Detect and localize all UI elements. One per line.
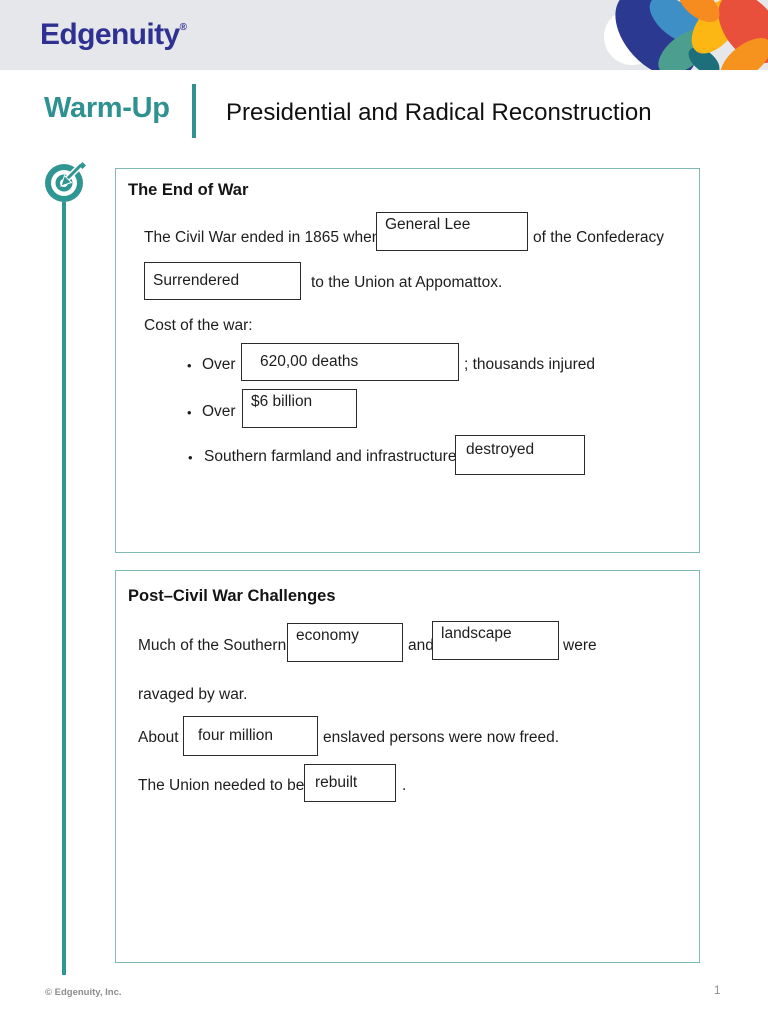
banner-divider — [192, 84, 196, 138]
blank-general-lee[interactable]: General Lee — [376, 212, 528, 251]
section1-bullet1-pre: Over — [202, 356, 236, 373]
section2-line1-post: were — [563, 637, 597, 654]
section2-heading: Post–Civil War Challenges — [128, 587, 336, 605]
section2-line2: ravaged by war. — [138, 686, 248, 703]
blank-four-million-text: four million — [198, 727, 273, 744]
blank-rebuilt[interactable]: rebuilt — [304, 764, 396, 802]
section2-line3-pre: About — [138, 729, 179, 746]
section2-line4-pre: The Union needed to be — [138, 777, 305, 794]
target-with-arrow-icon — [45, 161, 86, 202]
section-card-post-civil-war — [115, 570, 700, 963]
bullet3-dot: • — [188, 450, 193, 465]
section1-cost-label: Cost of the war: — [144, 317, 253, 334]
section2-line1-mid: and — [408, 637, 434, 654]
blank-four-million[interactable]: four million — [183, 716, 318, 756]
registered-mark: ® — [179, 22, 187, 33]
blank-economy[interactable]: economy — [287, 623, 403, 662]
bullet2-dot: • — [187, 405, 192, 420]
section1-bullet1-post: ; thousands injured — [464, 356, 595, 373]
brand-wordmark: Edgenuity® — [40, 18, 187, 52]
blank-deaths-text: 620,00 deaths — [260, 353, 359, 370]
warmup-label: Warm-Up — [44, 92, 170, 124]
section1-line1-pre: The Civil War ended in 1865 when — [144, 229, 381, 246]
brand-text: Edgenuity — [40, 18, 180, 51]
section1-heading: The End of War — [128, 181, 249, 199]
blank-economy-text: economy — [296, 627, 359, 644]
section1-line1-post: of the Confederacy — [533, 229, 664, 246]
section1-line2-post: to the Union at Appomattox. — [311, 274, 503, 291]
lesson-title: Presidential and Radical Reconstruction — [226, 99, 652, 126]
section1-bullet2-pre: Over — [202, 403, 236, 420]
blank-surrendered[interactable]: Surrendered — [144, 262, 301, 300]
blank-surrendered-text: Surrendered — [153, 272, 240, 289]
blank-landscape[interactable]: landscape — [432, 621, 559, 660]
section2-line1-pre: Much of the Southern — [138, 637, 287, 654]
blank-destroyed-text: destroyed — [466, 441, 535, 458]
blank-destroyed[interactable]: destroyed — [455, 435, 585, 475]
blank-cost-text: $6 billion — [251, 393, 313, 410]
section2-line4-post: . — [402, 777, 407, 794]
blank-deaths[interactable]: 620,00 deaths — [241, 343, 459, 381]
blank-general-lee-text: General Lee — [385, 216, 471, 233]
blank-cost[interactable]: $6 billion — [242, 389, 357, 428]
page-number: 1 — [714, 985, 721, 997]
section2-line3-post: enslaved persons were now freed. — [323, 729, 560, 746]
edgenuity-logo-flower-icon — [600, 0, 768, 70]
timeline-line — [62, 202, 66, 975]
section1-bullet3-pre: Southern farmland and infrastructure — [204, 448, 457, 465]
blank-rebuilt-text: rebuilt — [315, 774, 358, 791]
bullet1-dot: • — [187, 358, 192, 373]
blank-landscape-text: landscape — [441, 625, 512, 642]
footer-copyright: © Edgenuity, Inc. — [45, 987, 122, 998]
